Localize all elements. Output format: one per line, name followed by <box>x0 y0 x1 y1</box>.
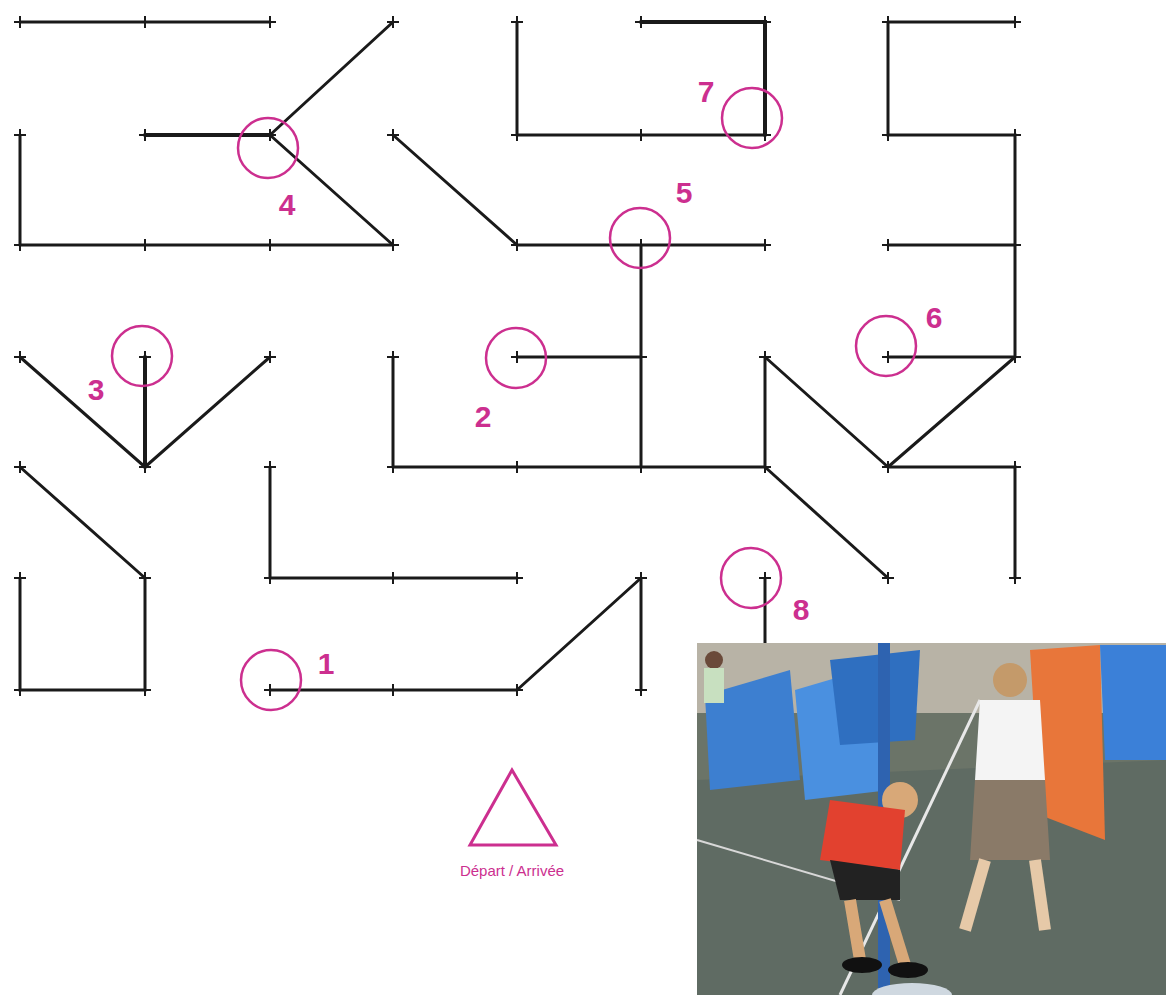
photo <box>697 643 1166 995</box>
grid-tick <box>19 684 21 696</box>
grid-tick <box>764 239 766 251</box>
grid-tick <box>144 684 146 696</box>
grid-tick <box>764 129 766 141</box>
grid-tick <box>1014 239 1016 251</box>
grid-tick <box>269 129 271 141</box>
grid-tick <box>144 572 146 584</box>
grid-tick <box>516 461 518 473</box>
callout-number: 8 <box>793 595 810 625</box>
grid-tick <box>1014 351 1016 363</box>
grid-tick <box>887 129 889 141</box>
grid-tick <box>764 461 766 473</box>
grid-tick <box>764 351 766 363</box>
grid-tick <box>269 351 271 363</box>
grid-tick <box>887 572 889 584</box>
grid-tick <box>887 351 889 363</box>
grid-tick <box>1014 129 1016 141</box>
grid-tick <box>392 129 394 141</box>
grid-tick <box>19 129 21 141</box>
grid-tick <box>19 239 21 251</box>
grid-tick <box>392 684 394 696</box>
callout-number: 6 <box>926 303 943 333</box>
grid-tick <box>19 351 21 363</box>
callout-number: 3 <box>88 375 105 405</box>
grid-tick <box>516 16 518 28</box>
callout-number: 2 <box>475 402 492 432</box>
callout-number: 7 <box>698 77 715 107</box>
grid-tick <box>269 239 271 251</box>
grid-tick <box>887 239 889 251</box>
grid-tick <box>516 572 518 584</box>
grid-tick <box>516 684 518 696</box>
grid-tick <box>19 572 21 584</box>
grid-tick <box>764 16 766 28</box>
grid-tick <box>640 572 642 584</box>
grid-tick <box>887 461 889 473</box>
grid-tick <box>764 572 766 584</box>
grid-tick <box>269 16 271 28</box>
checkpoint-circles <box>112 88 916 710</box>
grid-tick <box>19 461 21 473</box>
grid-tick <box>640 461 642 473</box>
grid-tick <box>640 351 642 363</box>
callout-number: 4 <box>279 190 296 220</box>
grid-tick <box>269 572 271 584</box>
grid-tick <box>19 16 21 28</box>
grid-tick <box>269 684 271 696</box>
grid-tick <box>516 351 518 363</box>
grid-ticks <box>14 16 1021 696</box>
callout-number: 1 <box>318 649 335 679</box>
start-triangle <box>470 770 556 845</box>
grid-tick <box>144 351 146 363</box>
grid-tick <box>640 239 642 251</box>
grid-tick <box>1014 16 1016 28</box>
grid-tick <box>1014 461 1016 473</box>
maze-walls <box>20 22 1015 690</box>
grid-tick <box>516 239 518 251</box>
grid-tick <box>1014 572 1016 584</box>
grid-tick <box>144 461 146 473</box>
grid-tick <box>887 16 889 28</box>
grid-tick <box>640 129 642 141</box>
grid-tick <box>144 16 146 28</box>
grid-tick <box>392 572 394 584</box>
grid-tick <box>392 351 394 363</box>
start-finish-label: Départ / Arrivée <box>460 863 564 878</box>
grid-tick <box>392 239 394 251</box>
grid-tick <box>144 239 146 251</box>
callout-number: 5 <box>676 178 693 208</box>
grid-tick <box>392 16 394 28</box>
grid-tick <box>640 684 642 696</box>
grid-tick <box>640 16 642 28</box>
grid-tick <box>144 129 146 141</box>
grid-tick <box>392 461 394 473</box>
grid-tick <box>269 461 271 473</box>
grid-tick <box>516 129 518 141</box>
